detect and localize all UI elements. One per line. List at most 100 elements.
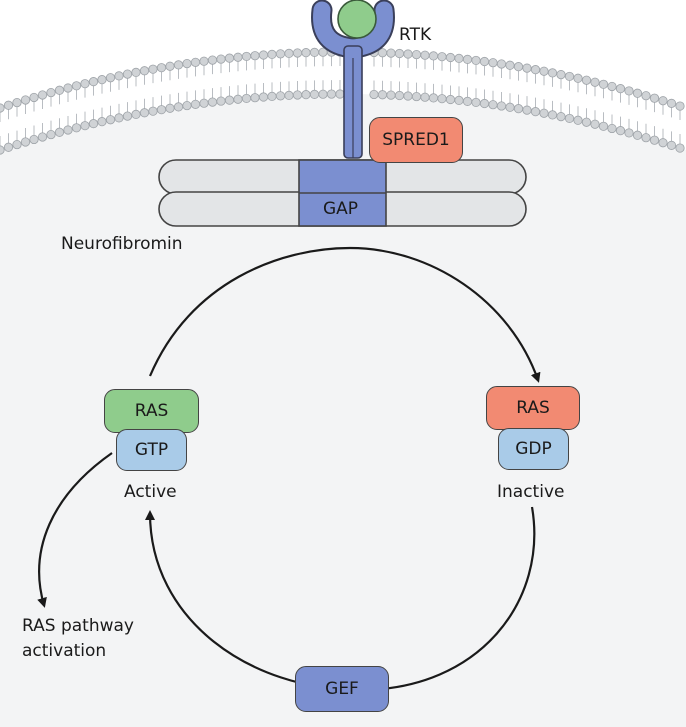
lipid-head (649, 93, 660, 103)
lipid-head (675, 143, 685, 153)
gef-label: GEF (325, 679, 359, 699)
lipid-head (250, 51, 260, 61)
lipid-head (309, 89, 320, 99)
lipid-head (649, 135, 660, 145)
lipid-head (496, 59, 507, 69)
lipid-head (607, 123, 617, 134)
lipid-head (267, 49, 277, 59)
lipid-head (658, 96, 668, 106)
lipid-head (3, 100, 14, 110)
lipid-head (530, 65, 541, 75)
lipid-head (258, 92, 269, 102)
lipid-head (190, 99, 201, 109)
lipid-head (479, 56, 490, 67)
lipid-head (156, 105, 167, 115)
lipid-head (156, 63, 167, 73)
spred1-box: SPRED1 (369, 117, 463, 163)
lipid-head (139, 108, 150, 118)
pathway-activation-label-line2: activation (22, 641, 107, 661)
cytoplasm (0, 94, 686, 727)
pathway-activation-label-line1: RAS pathway (22, 616, 134, 636)
lipid-head (88, 77, 99, 87)
lipid-head (173, 60, 184, 70)
gdp-box: GDP (498, 428, 569, 470)
lipid-head (199, 98, 209, 108)
lipid-head (624, 128, 634, 138)
lipid-head (20, 95, 31, 105)
lipid-head (522, 63, 532, 73)
lipid-head (326, 89, 337, 99)
lipid-head (420, 50, 430, 60)
lipid-head (46, 87, 56, 98)
lipid-head (258, 50, 269, 60)
lipid-head (275, 91, 286, 101)
lipid-head (318, 89, 328, 99)
lipid-head (598, 79, 609, 89)
lipid-head (641, 133, 651, 143)
lipid-head (437, 52, 447, 62)
neurofibromin-complex (158, 159, 527, 227)
lipid-head (666, 140, 677, 150)
lipid-head (207, 55, 218, 65)
lipid-head (573, 73, 583, 83)
ras-inactive-box: RAS (486, 386, 580, 430)
lipid-head (224, 95, 235, 105)
lipid-head (428, 93, 439, 103)
lipid-head (386, 90, 396, 100)
lipid-head (479, 98, 490, 109)
lipid-head (241, 93, 252, 104)
lipid-head (37, 90, 48, 100)
ras-inactive-label: RAS (516, 398, 550, 418)
lipid-head (403, 91, 413, 101)
lipid-head (173, 102, 184, 112)
lipid-head (556, 70, 566, 80)
lipid-head (207, 97, 218, 107)
lipid-head (37, 132, 48, 142)
lipid-head (581, 75, 592, 85)
lipid-head (632, 88, 643, 98)
lipid-head (675, 101, 685, 111)
lipid-head (471, 97, 481, 108)
lipid-head (420, 92, 430, 102)
lipid-head (624, 86, 634, 96)
lipid-head (284, 48, 294, 58)
lipid-head (454, 95, 464, 106)
lipid-head (20, 137, 31, 147)
gtp-label: GTP (134, 440, 169, 460)
inactive-label: Inactive (497, 482, 565, 502)
lipid-head (513, 104, 524, 114)
lipid-head (403, 49, 413, 59)
lipid-head (165, 61, 175, 71)
lipid-head (462, 54, 473, 64)
lipid-head (301, 90, 311, 100)
lipid-head (29, 134, 39, 145)
lipid-head (190, 57, 201, 67)
lipid-head (539, 108, 549, 118)
lipid-head (590, 119, 600, 129)
lipid-head (216, 96, 226, 106)
lipid-head (488, 58, 498, 68)
lipid-head (63, 125, 73, 135)
lipid-head (394, 90, 405, 101)
lipid-head (445, 52, 456, 63)
pathway-activation-arrow (37, 452, 113, 608)
lipid-head (530, 107, 541, 117)
lipid-head (216, 54, 226, 64)
lipid-head (513, 62, 524, 72)
lipid-head (301, 48, 311, 58)
lipid-head (488, 100, 498, 110)
lipid-head (71, 81, 82, 91)
lipid-head (131, 67, 141, 77)
gap-label: GAP (323, 199, 359, 219)
lipid-head (80, 79, 90, 89)
lipid-head (233, 52, 243, 62)
lipid-head (182, 100, 192, 111)
spred1-label: SPRED1 (382, 130, 450, 150)
lipid-head (0, 103, 5, 113)
lipid-head (122, 69, 133, 79)
lipid-head (88, 119, 99, 129)
ras-active-box: RAS (104, 389, 199, 433)
lipid-head (284, 90, 294, 100)
lipid-head (3, 142, 14, 152)
